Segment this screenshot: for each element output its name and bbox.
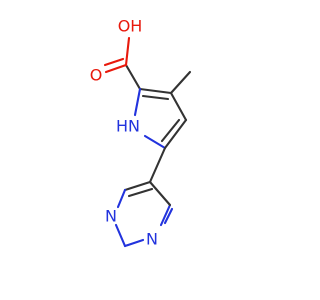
pyrrole-nh-label: HN (116, 117, 140, 136)
bond-c4-c5-double (160, 118, 181, 143)
bond-c-oh (124, 36, 131, 67)
bond-c2-c3-double (141, 94, 170, 101)
bond-c4-c5 (163, 118, 188, 150)
structure-canvas: OH O HN N N (90, 17, 192, 249)
bond-pyr-c2-n1 (123, 238, 145, 248)
bond-pyr-n1-c6 (159, 203, 172, 227)
bond-pyr-n1-c6-double (163, 207, 174, 225)
bond-c3-c4 (169, 91, 188, 122)
pyrimidine-n1-label: N (146, 230, 158, 249)
molecule-diagram: OH O HN N N (90, 17, 192, 249)
bond-c2-c3 (138, 87, 173, 95)
bond-n-c2 (133, 87, 142, 117)
bond-c-o-b (103, 57, 125, 67)
hydroxyl-label: OH (118, 17, 143, 36)
bond-c3-methyl (169, 70, 192, 95)
bond-c-o-a (104, 63, 128, 74)
bond-pyr-c4-n3 (116, 188, 127, 209)
carbonyl-oxygen-label: O (90, 66, 103, 85)
bond-c5-pyrimidine (148, 146, 167, 184)
bond-pyr-n3-c2 (114, 223, 127, 248)
pyrimidine-n3-label: N (105, 207, 117, 226)
bond-pyr-c6-c5 (148, 180, 172, 207)
bond-c2-carboxyl-c (124, 63, 142, 91)
bond-pyr-c5-c4-double (127, 187, 154, 198)
bond-pyr-c5-c4 (123, 180, 152, 192)
bond-c5-n (143, 134, 167, 150)
